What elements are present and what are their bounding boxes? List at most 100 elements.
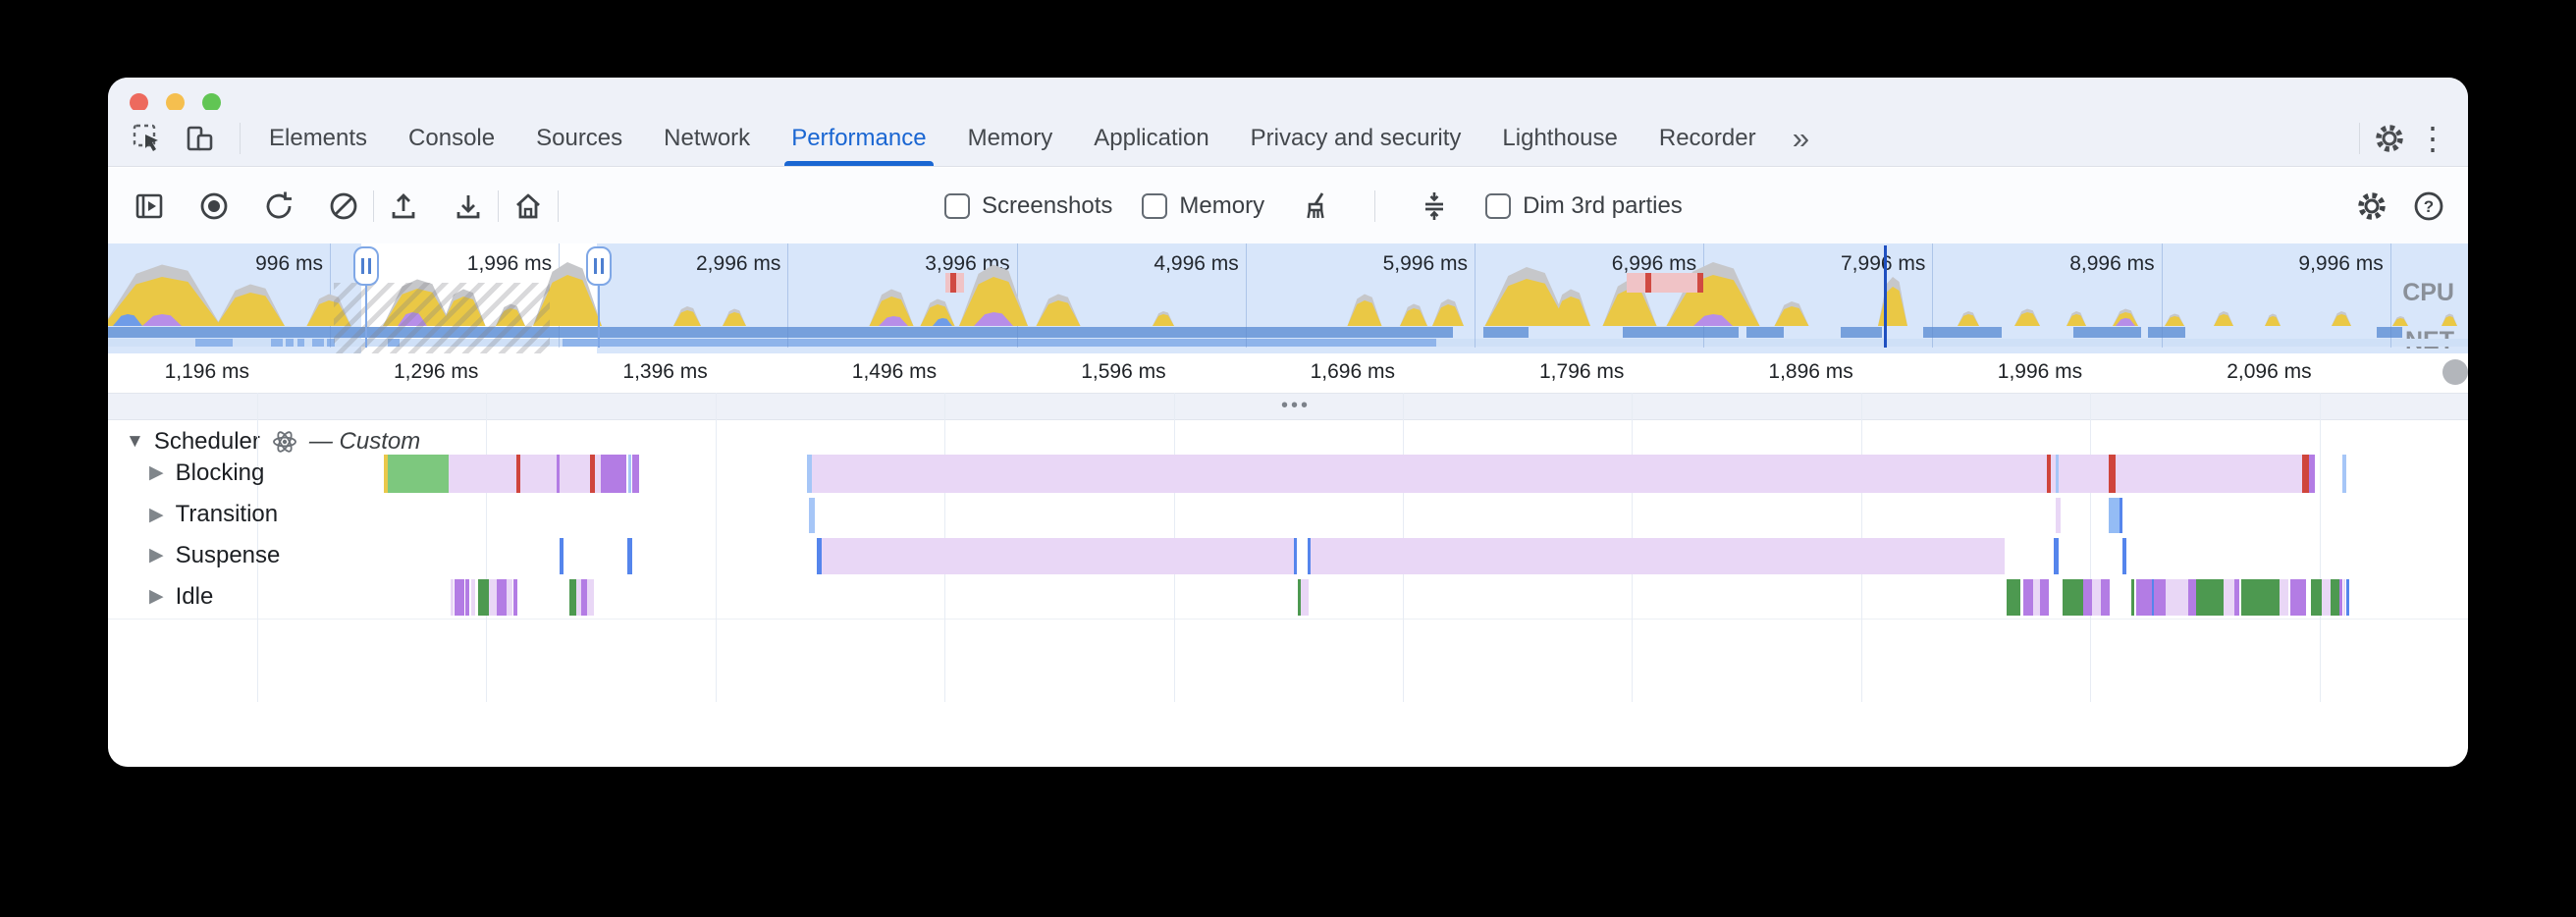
show-sidebar-icon[interactable]	[128, 185, 171, 228]
record-and-reload-icon[interactable]	[257, 185, 300, 228]
scrollbar-thumb[interactable]	[2442, 359, 2468, 385]
blocking-event-segment[interactable]	[2047, 455, 2051, 493]
idle-event-segment[interactable]	[569, 579, 576, 616]
download-profile-icon[interactable]	[447, 185, 490, 228]
blocking-event-segment[interactable]	[632, 455, 639, 493]
blocking-event-segment[interactable]	[807, 455, 812, 493]
blocking-event-segment[interactable]	[2109, 455, 2116, 493]
blocking-event-segment[interactable]	[2302, 455, 2309, 493]
tab-recorder[interactable]: Recorder	[1658, 124, 1756, 151]
idle-event-segment[interactable]	[455, 579, 464, 616]
idle-event-segment[interactable]	[2166, 579, 2188, 616]
blocking-event-segment[interactable]	[449, 455, 592, 493]
row-label-idle[interactable]: ▶Idle	[149, 582, 214, 610]
transition-event-segment[interactable]	[2056, 498, 2061, 533]
idle-event-segment[interactable]	[2063, 579, 2083, 616]
row-label-transition[interactable]: ▶Transition	[149, 501, 279, 527]
timeline-overview[interactable]: CPU NET 996 ms1,996 ms2,996 ms3,996 ms4,…	[108, 243, 2468, 353]
inspect-element-icon[interactable]	[126, 117, 169, 160]
expand-arrow-icon[interactable]: ▶	[149, 545, 164, 566]
screenshots-checkbox[interactable]: Screenshots	[944, 192, 1112, 220]
row-label-blocking[interactable]: ▶Blocking	[149, 458, 265, 486]
idle-event-segment[interactable]	[2023, 579, 2033, 616]
minimize-window-button[interactable]	[166, 93, 185, 112]
blocking-event-segment[interactable]	[590, 455, 595, 493]
idle-event-segment[interactable]	[451, 579, 454, 616]
suspense-event-segment[interactable]	[1308, 538, 1311, 574]
idle-event-segment[interactable]	[2136, 579, 2152, 616]
suspense-event-segment[interactable]	[817, 538, 822, 574]
collect-garbage-icon[interactable]	[1294, 185, 1337, 228]
expand-arrow-icon[interactable]: ▶	[149, 586, 164, 607]
idle-event-segment[interactable]	[2343, 579, 2345, 616]
zoom-window-button[interactable]	[202, 93, 221, 112]
idle-event-segment[interactable]	[2280, 579, 2288, 616]
dim-3rd-parties-checkbox[interactable]: Dim 3rd parties	[1485, 192, 1683, 220]
customize-devtools-icon[interactable]: ⋮	[2417, 120, 2448, 156]
suspense-event-segment[interactable]	[2122, 538, 2126, 574]
capture-settings-gear-icon[interactable]	[2350, 185, 2393, 228]
flame-chart[interactable]: ▼ Scheduler — Custom ▶Blocking ▶Transitio…	[108, 393, 2468, 704]
help-icon[interactable]: ?	[2407, 185, 2450, 228]
compress-flamechart-icon[interactable]	[1413, 185, 1456, 228]
expand-arrow-icon[interactable]: ▶	[149, 504, 164, 525]
selection-handle-right[interactable]	[586, 246, 612, 286]
settings-gear-icon[interactable]	[2368, 117, 2411, 160]
memory-checkbox[interactable]: Memory	[1142, 192, 1264, 220]
panel-resize-handle[interactable]: •••	[108, 393, 2468, 420]
screenshots-checkbox-box[interactable]	[944, 192, 970, 219]
idle-event-segment[interactable]	[2152, 579, 2154, 616]
blocking-event-segment[interactable]	[595, 455, 601, 493]
idle-event-segment[interactable]	[2241, 579, 2280, 616]
idle-event-segment[interactable]	[507, 579, 512, 616]
tab-sources[interactable]: Sources	[536, 124, 623, 151]
blocking-event-segment[interactable]	[2056, 455, 2059, 493]
blocking-event-segment[interactable]	[2309, 455, 2315, 493]
blocking-event-segment[interactable]	[516, 455, 520, 493]
selection-handle-left[interactable]	[353, 246, 379, 286]
tab-memory[interactable]: Memory	[967, 124, 1053, 151]
idle-event-segment[interactable]	[1298, 579, 1301, 616]
idle-event-segment[interactable]	[1301, 579, 1309, 616]
tab-performance[interactable]: Performance	[771, 110, 946, 166]
idle-event-segment[interactable]	[465, 579, 469, 616]
idle-event-segment[interactable]	[513, 579, 517, 616]
blocking-event-segment[interactable]	[628, 455, 631, 493]
idle-event-segment[interactable]	[2311, 579, 2322, 616]
blocking-event-segment[interactable]	[388, 455, 449, 493]
idle-event-segment[interactable]	[2083, 579, 2092, 616]
tab-lighthouse[interactable]: Lighthouse	[1502, 124, 1618, 151]
live-metrics-home-icon[interactable]	[507, 185, 550, 228]
suspense-event-segment[interactable]	[1297, 538, 1308, 574]
idle-event-segment[interactable]	[497, 579, 507, 616]
blocking-event-segment[interactable]	[384, 455, 388, 493]
idle-event-segment[interactable]	[2188, 579, 2196, 616]
idle-event-segment[interactable]	[489, 579, 497, 616]
idle-event-segment[interactable]	[2007, 579, 2020, 616]
idle-event-segment[interactable]	[2131, 579, 2134, 616]
blocking-event-segment[interactable]	[2342, 455, 2346, 493]
track-header-scheduler[interactable]: ▼ Scheduler — Custom	[126, 427, 420, 457]
tab-elements[interactable]: Elements	[269, 124, 368, 151]
memory-checkbox-box[interactable]	[1142, 192, 1168, 219]
close-window-button[interactable]	[130, 93, 148, 112]
idle-event-segment[interactable]	[2234, 579, 2239, 616]
idle-event-segment[interactable]	[2196, 579, 2224, 616]
idle-event-segment[interactable]	[2290, 579, 2306, 616]
idle-event-segment[interactable]	[2033, 579, 2040, 616]
expand-arrow-icon[interactable]: ▶	[149, 462, 164, 483]
tab-privacy-and-security[interactable]: Privacy and security	[1250, 124, 1462, 151]
transition-event-segment[interactable]	[2109, 498, 2121, 533]
idle-event-segment[interactable]	[2040, 579, 2049, 616]
more-tabs-button[interactable]: ››	[1792, 120, 1810, 155]
idle-event-segment[interactable]	[581, 579, 587, 616]
suspense-event-segment[interactable]	[1294, 538, 1297, 574]
idle-event-segment[interactable]	[478, 579, 489, 616]
idle-event-segment[interactable]	[576, 579, 581, 616]
idle-event-segment[interactable]	[2346, 579, 2349, 616]
transition-event-segment[interactable]	[2120, 498, 2122, 533]
idle-event-segment[interactable]	[2224, 579, 2234, 616]
row-label-suspense[interactable]: ▶Suspense	[149, 541, 281, 568]
idle-event-segment[interactable]	[2339, 579, 2342, 616]
collapse-arrow-icon[interactable]: ▼	[126, 431, 144, 452]
